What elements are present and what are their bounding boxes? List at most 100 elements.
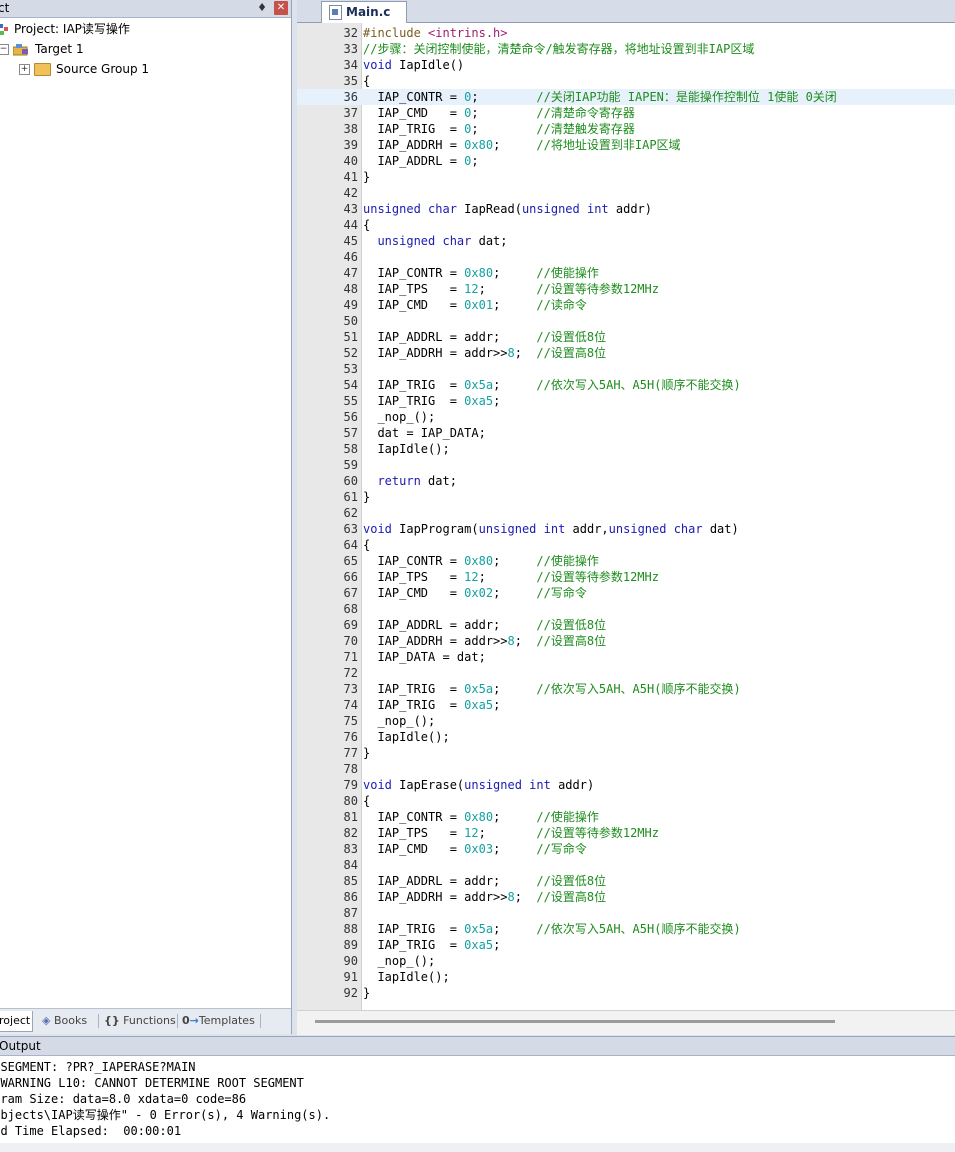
code-line[interactable]: 84 <box>297 857 955 873</box>
line-number: 54 <box>343 378 358 392</box>
code-line[interactable]: 77} <box>297 745 955 761</box>
code-line[interactable]: 44{ <box>297 217 955 233</box>
tab-functions[interactable]: {} Functions <box>104 1014 176 1027</box>
tree-item-source-group[interactable]: +Source Group 1 <box>19 59 149 79</box>
code-line[interactable]: 49 IAP_CMD = 0x01; //读命令 <box>297 297 955 313</box>
code-line[interactable]: 35{ <box>297 73 955 89</box>
code-line[interactable]: 76 IapIdle(); <box>297 729 955 745</box>
code-line[interactable]: 59 <box>297 457 955 473</box>
code-editor[interactable]: Main.c 32#include <intrins.h>33//步骤：关闭控制… <box>297 0 955 1035</box>
output-line: \Objects\IAP读写操作" - 0 Error(s), 4 Warnin… <box>0 1108 331 1122</box>
code-text: IAP_TRIG = 0xa5; <box>363 938 501 952</box>
code-line[interactable]: 68 <box>297 601 955 617</box>
code-line[interactable]: 39 IAP_ADDRH = 0x80; //将地址设置到非IAP区域 <box>297 137 955 153</box>
code-line[interactable]: 70 IAP_ADDRH = addr>>8; //设置高8位 <box>297 633 955 649</box>
code-line[interactable]: 91 IapIdle(); <box>297 969 955 985</box>
line-number: 38 <box>343 122 358 136</box>
code-line[interactable]: 53 <box>297 361 955 377</box>
expand-icon[interactable]: + <box>19 64 30 75</box>
code-line[interactable]: 55 IAP_TRIG = 0xa5; <box>297 393 955 409</box>
code-line[interactable]: 52 IAP_ADDRH = addr>>8; //设置高8位 <box>297 345 955 361</box>
code-line[interactable]: 88 IAP_TRIG = 0x5a; //依次写入5AH、A5H(顺序不能交换… <box>297 921 955 937</box>
code-text: } <box>363 986 371 1000</box>
code-line[interactable]: 62 <box>297 505 955 521</box>
line-number: 47 <box>343 266 358 280</box>
code-line[interactable]: 64 { <box>297 537 955 553</box>
code-line[interactable]: 47 IAP_CONTR = 0x80; //使能操作 <box>297 265 955 281</box>
tree-item-project[interactable]: Project: IAP读写操作 <box>0 19 130 39</box>
code-line[interactable]: 41} <box>297 169 955 185</box>
line-number: 64 <box>343 538 358 552</box>
code-line[interactable]: 82 IAP_TPS = 12; //设置等待参数12MHz <box>297 825 955 841</box>
close-icon[interactable]: ✕ <box>274 1 288 15</box>
code-line[interactable]: 42 <box>297 185 955 201</box>
line-number: 65 <box>343 554 358 568</box>
code-line[interactable]: 36 IAP_CONTR = 0; //关闭IAP功能 IAPEN：是能操作控制… <box>297 89 955 105</box>
code-line[interactable]: 69 IAP_ADDRL = addr; //设置低8位 <box>297 617 955 633</box>
code-text: IapIdle(); <box>363 970 450 984</box>
code-line[interactable]: 56 _nop_(); <box>297 409 955 425</box>
pin-icon[interactable]: ♦ <box>257 1 267 14</box>
code-line[interactable]: 81 IAP_CONTR = 0x80; //使能操作 <box>297 809 955 825</box>
code-text: //步骤：关闭控制使能，清楚命令/触发寄存器，将地址设置到非IAP区域 <box>363 42 755 56</box>
code-line[interactable]: 51 IAP_ADDRL = addr; //设置低8位 <box>297 329 955 345</box>
line-number: 89 <box>343 938 358 952</box>
code-line[interactable]: 45 unsigned char dat; <box>297 233 955 249</box>
code-line[interactable]: 37 IAP_CMD = 0; //清楚命令寄存器 <box>297 105 955 121</box>
code-text: unsigned char dat; <box>377 234 508 248</box>
code-line[interactable]: 71 IAP_DATA = dat; <box>297 649 955 665</box>
tree-item-target[interactable]: − Target 1 <box>0 39 84 59</box>
project-panel: ct ♦ ✕ Project: IAP读写操作 − Target 1 +Sour… <box>0 0 292 1034</box>
tab-books[interactable]: ◈ Books <box>42 1014 88 1027</box>
code-line[interactable]: 38 IAP_TRIG = 0; //清楚触发寄存器 <box>297 121 955 137</box>
code-line[interactable]: 48 IAP_TPS = 12; //设置等待参数12MHz <box>297 281 955 297</box>
code-line[interactable]: 40 IAP_ADDRL = 0; <box>297 153 955 169</box>
code-line[interactable]: 80{ <box>297 793 955 809</box>
code-line[interactable]: 74 IAP_TRIG = 0xa5; <box>297 697 955 713</box>
collapse-icon[interactable]: − <box>0 44 9 55</box>
code-line[interactable]: 54 IAP_TRIG = 0x5a; //依次写入5AH、A5H(顺序不能交换… <box>297 377 955 393</box>
code-line[interactable]: 89 IAP_TRIG = 0xa5; <box>297 937 955 953</box>
code-line[interactable]: 90 _nop_(); <box>297 953 955 969</box>
line-number: 58 <box>343 442 358 456</box>
line-number: 81 <box>343 810 358 824</box>
tab-main-c[interactable]: Main.c <box>321 1 408 23</box>
code-line[interactable]: 61} <box>297 489 955 505</box>
code-line[interactable]: 87 <box>297 905 955 921</box>
code-line[interactable]: 50 <box>297 313 955 329</box>
line-number: 76 <box>343 730 358 744</box>
code-line[interactable]: 72 <box>297 665 955 681</box>
code-line[interactable]: 33//步骤：关闭控制使能，清楚命令/触发寄存器，将地址设置到非IAP区域 <box>297 41 955 57</box>
scrollbar-thumb[interactable] <box>315 1020 835 1023</box>
code-line[interactable]: 86 IAP_ADDRH = addr>>8; //设置高8位 <box>297 889 955 905</box>
code-text: { <box>363 538 371 552</box>
code-line[interactable]: 66 IAP_TPS = 12; //设置等待参数12MHz <box>297 569 955 585</box>
line-number: 73 <box>343 682 358 696</box>
tab-templates[interactable]: 0→Templates <box>182 1014 255 1027</box>
code-line[interactable]: 92} <box>297 985 955 1001</box>
code-line[interactable]: 83 IAP_CMD = 0x03; //写命令 <box>297 841 955 857</box>
code-line[interactable]: 32#include <intrins.h> <box>297 25 955 41</box>
code-line[interactable]: 73 IAP_TRIG = 0x5a; //依次写入5AH、A5H(顺序不能交换… <box>297 681 955 697</box>
code-line[interactable]: 46 <box>297 249 955 265</box>
horizontal-scrollbar[interactable] <box>297 1010 955 1035</box>
code-text: } <box>363 490 371 504</box>
tab-project[interactable]: roject <box>0 1011 34 1032</box>
code-line[interactable]: 58 IapIdle(); <box>297 441 955 457</box>
code-line[interactable]: 65 IAP_CONTR = 0x80; //使能操作 <box>297 553 955 569</box>
code-line[interactable]: 67 IAP_CMD = 0x02; //写命令 <box>297 585 955 601</box>
code-text: IAP_CMD = 0x02; //写命令 <box>363 586 587 600</box>
code-line[interactable]: 85 IAP_ADDRL = addr; //设置低8位 <box>297 873 955 889</box>
editor-tab-strip: Main.c <box>297 0 955 23</box>
project-icon <box>0 24 8 35</box>
code-line[interactable]: 75 _nop_(); <box>297 713 955 729</box>
code-text: IAP_TRIG = 0x5a; //依次写入5AH、A5H(顺序不能交换) <box>363 682 741 696</box>
code-text: IAP_ADDRH = addr>>8; //设置高8位 <box>363 890 607 904</box>
code-line[interactable]: 57 dat = IAP_DATA; <box>297 425 955 441</box>
code-line[interactable]: 78 <box>297 761 955 777</box>
code-line[interactable]: 60 return dat; <box>297 473 955 489</box>
